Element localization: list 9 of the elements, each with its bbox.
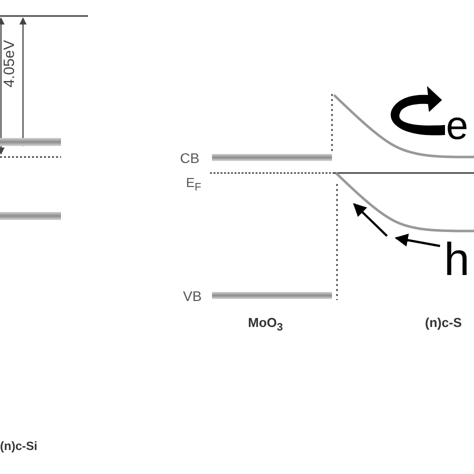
band-label: E$_{F}$ [186,176,202,194]
material-label: (n)c-S [425,316,462,329]
material-label: MoO$_{3}$ [248,316,283,334]
carrier-label: h [444,236,470,282]
band-label: CB [180,151,200,165]
energy-value: 4.05eV [2,40,17,88]
material-label: (n)c-Si [0,440,38,452]
carrier-label: e [446,106,468,146]
band-label: VB [183,289,202,303]
